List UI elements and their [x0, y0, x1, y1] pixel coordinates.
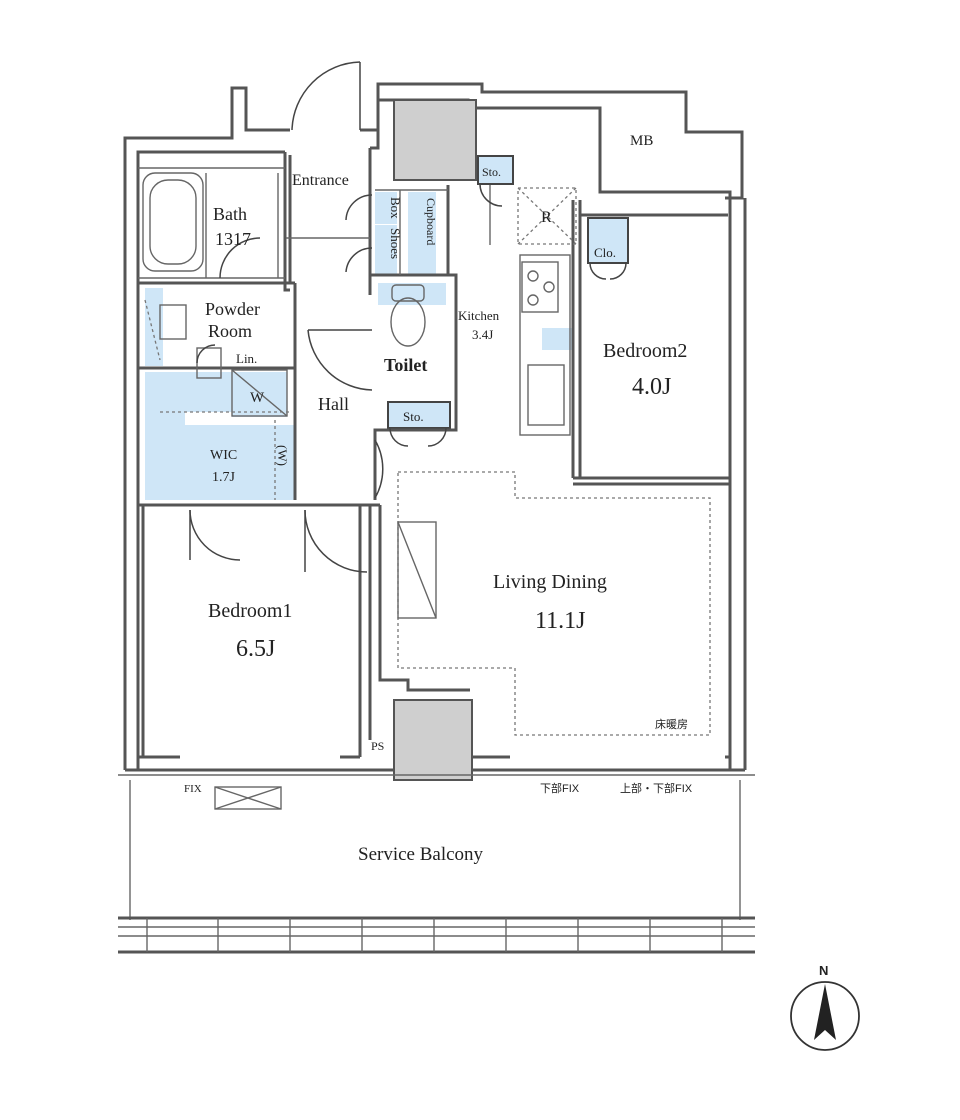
powder-line2: Room	[208, 321, 252, 341]
wic-size: 1.7J	[212, 470, 236, 485]
living-size: 11.1J	[535, 608, 585, 634]
bath-name: Bath	[213, 204, 247, 224]
powder-line1: Powder	[205, 299, 260, 319]
north-arrow-icon	[814, 984, 836, 1040]
toilet-label: Toilet	[384, 355, 427, 375]
room-labels: MB Entrance Sto. Box Shoes Cupboard R Ba…	[184, 133, 693, 865]
bedroom2-size: 4.0J	[632, 374, 671, 400]
wic-w-label: (W)	[275, 445, 290, 466]
fridge-label: R	[541, 209, 552, 226]
floor-heating-label: 床暖房	[655, 717, 688, 731]
entrance-label: Entrance	[292, 172, 349, 189]
compass: N	[790, 963, 860, 1051]
wic-name: WIC	[210, 448, 237, 463]
living-name: Living Dining	[493, 571, 607, 593]
ps-label: PS	[371, 739, 384, 753]
bedroom1-size: 6.5J	[236, 636, 275, 662]
shoes-label: Shoes	[388, 228, 403, 259]
bedroom1-name: Bedroom1	[208, 600, 292, 622]
bath-size: 1317	[215, 229, 251, 249]
cupboard-label: Cupboard	[424, 198, 438, 245]
clo-label: Clo.	[594, 245, 616, 260]
storage-fills	[145, 155, 629, 500]
fix-left-label: FIX	[184, 783, 202, 795]
bedroom2-name: Bedroom2	[603, 340, 687, 362]
hall-label: Hall	[318, 394, 349, 414]
sto-hall-label: Sto.	[403, 409, 424, 424]
compass-north-label: N	[819, 963, 828, 978]
balcony	[118, 768, 755, 954]
kitchen-size: 3.4J	[472, 327, 493, 342]
walls	[123, 82, 747, 781]
fix-lower-label: 下部FIX	[540, 781, 580, 795]
kitchen-name: Kitchen	[458, 308, 500, 323]
lin-label: Lin.	[236, 351, 257, 366]
sto-top-label: Sto.	[482, 165, 501, 179]
doors	[189, 61, 627, 573]
box-label: Box	[388, 197, 403, 219]
mb-label: MB	[630, 133, 653, 149]
fix-upper-lower-label: 上部・下部FIX	[620, 781, 693, 795]
compass-ring	[790, 981, 860, 1051]
washer-label: W	[250, 390, 265, 406]
service-balcony-label: Service Balcony	[358, 844, 484, 865]
